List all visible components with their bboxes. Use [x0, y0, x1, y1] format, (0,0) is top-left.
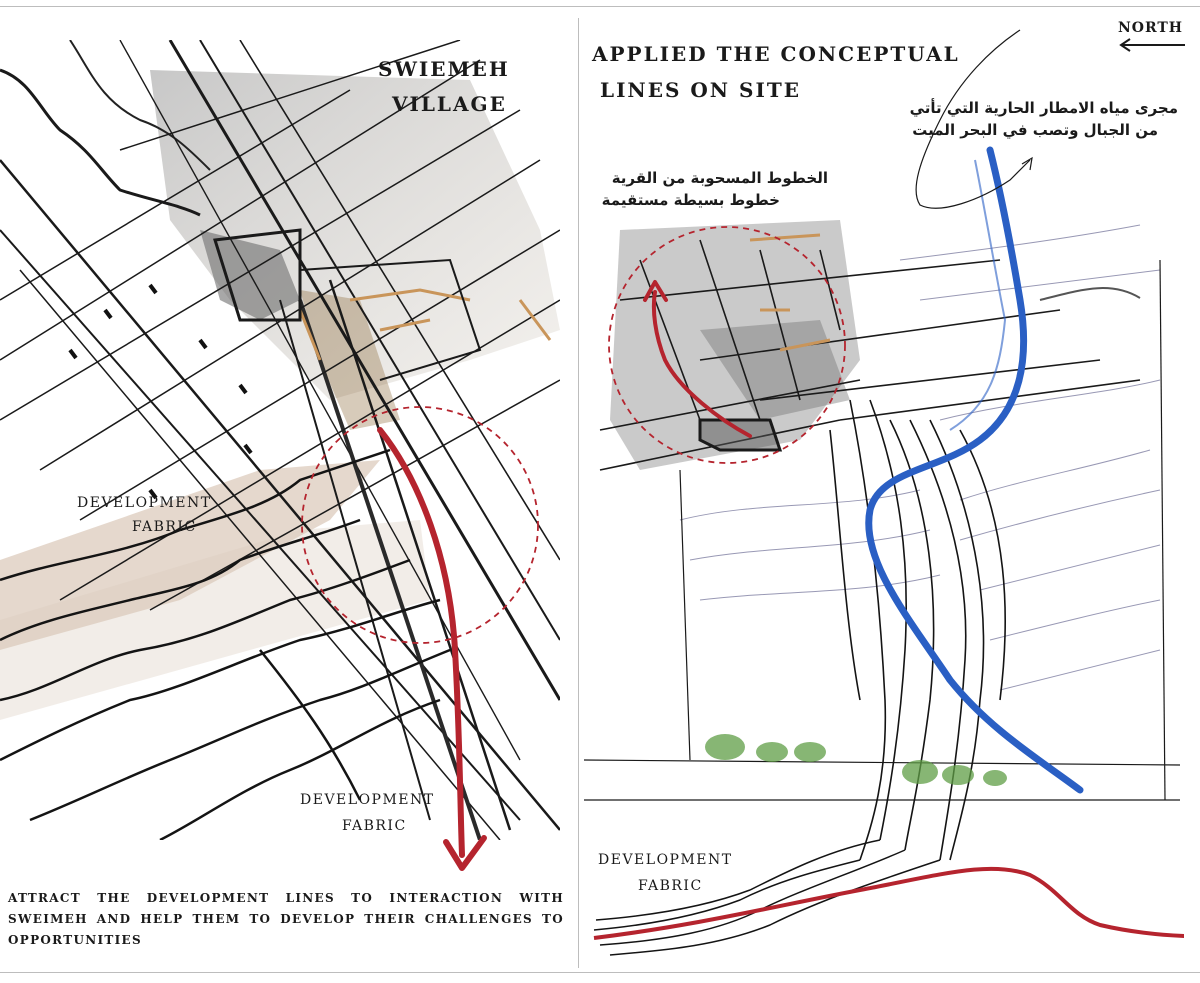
right-title-line1: APPLIED THE CONCEPTUAL: [592, 42, 960, 66]
right-fabric-label-line1: DEVELOPMENT: [598, 852, 733, 868]
rain-channel-note-line2: من الجبال وتصب في البحر الميت: [912, 121, 1158, 139]
focus-circle-right: [608, 226, 846, 464]
right-title-line2: LINES ON SITE: [600, 78, 801, 102]
rain-channel-note-line1: مجرى مياه الامطار الحارية التي تأتي: [909, 99, 1178, 117]
left-fabric-label-2-line1: DEVELOPMENT: [300, 792, 435, 808]
fabric-wash: [0, 460, 380, 650]
development-curve: [593, 866, 1184, 940]
left-fabric-label-1-line2: FABRIC: [132, 519, 197, 535]
bottom-border: [0, 972, 1200, 973]
village-lines-note-line2: خطوط بسيطة مستقيمة: [601, 191, 780, 209]
rain-water-channel: [865, 146, 1084, 794]
concept-caption: ATTRACT THE DEVELOPMENT LINES TO INTERAC…: [8, 891, 564, 947]
village-title-line1: SWIEMEH: [378, 57, 510, 81]
focus-circle-left: [301, 406, 539, 644]
north-arrow-icon: [1119, 38, 1185, 52]
attraction-arrow: [377, 427, 465, 858]
village-lines-note-line1: الخطوط المسحوبة من القرية: [611, 169, 828, 187]
panel-divider: [578, 18, 579, 968]
north-label: NORTH: [1118, 20, 1184, 36]
village-wash: [150, 70, 560, 400]
left-fabric-label-1-line1: DEVELOPMENT: [77, 495, 212, 511]
village-arrow: [651, 290, 752, 438]
village-title-line2: VILLAGE: [392, 92, 507, 116]
right-fabric-label-line2: FABRIC: [638, 878, 703, 894]
top-border: [0, 6, 1200, 7]
left-fabric-label-2-line2: FABRIC: [342, 818, 407, 834]
